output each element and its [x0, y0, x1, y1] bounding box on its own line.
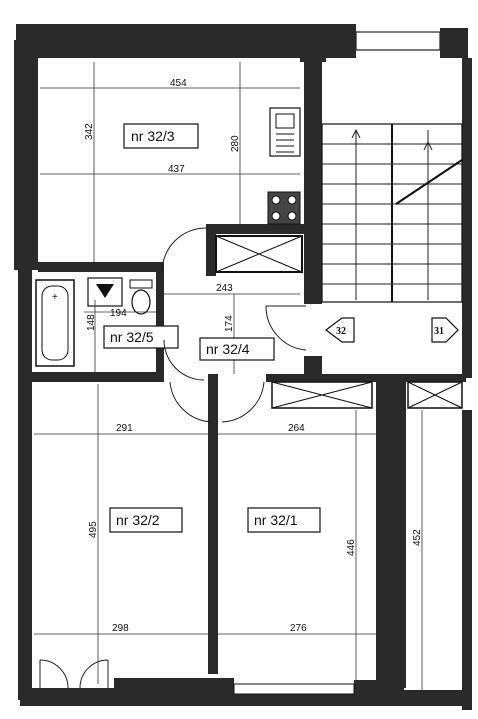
bottom-wall-mid	[114, 678, 234, 706]
dim-hall-width: 243	[216, 283, 233, 294]
right-strip: 452	[412, 410, 423, 690]
stair-number-left: 32	[336, 326, 346, 337]
dim-r3-height-right: 280	[230, 135, 241, 152]
dim-bath-width: 194	[110, 308, 127, 319]
balcony-door-right	[79, 659, 109, 689]
room-label-32-4: nr 32/4	[206, 341, 250, 357]
room-label-32-2: nr 32/2	[116, 512, 160, 528]
room-32-3: 454 437 342 280 nr 32/3	[40, 62, 301, 273]
left-wall-lower	[18, 270, 32, 700]
room-label-32-5: nr 32/5	[110, 329, 154, 345]
r3-bottom-wall-left	[38, 262, 162, 272]
stove-icon	[267, 191, 301, 225]
room-32-2: 291 298 495 nr 32/2	[34, 384, 208, 689]
bottom-wall-far-right	[404, 690, 468, 706]
door-swing-r1	[221, 381, 265, 423]
dim-r3-width-bottom: 437	[168, 164, 185, 175]
dim-bath-height: 148	[86, 314, 97, 331]
dim-r1-width-top: 264	[288, 423, 305, 434]
room-label-box-32-5	[103, 325, 179, 349]
right-wall-upper	[462, 58, 472, 378]
stair-break-line	[395, 159, 463, 205]
dim-r1-height: 446	[346, 539, 357, 556]
arrow-left-icon	[325, 317, 355, 343]
r2-r1-divider	[208, 374, 218, 674]
room-label-box-32-3	[123, 123, 199, 149]
door-swing-entrance	[265, 305, 307, 351]
toilet-tank-icon	[129, 279, 153, 289]
bath-right-wall	[156, 262, 164, 382]
arrow-right-icon	[431, 317, 459, 343]
stair-number-right: 31	[434, 326, 444, 337]
door-swing-r2	[169, 381, 213, 423]
dim-right-height: 452	[412, 529, 423, 546]
room-32-4: 243 174 nr 32/4	[163, 283, 307, 423]
left-wall-upper	[14, 40, 38, 270]
stair-wall	[304, 58, 322, 304]
room-label-32-3: nr 32/3	[131, 128, 175, 144]
sink-basin-icon	[275, 113, 295, 129]
bottom-wall-left	[20, 688, 114, 706]
bath-drain-icon: +	[52, 292, 58, 303]
sink-icon	[269, 107, 301, 157]
top-wall-right-segment	[300, 26, 326, 62]
stair-arrow-up-icon-2	[423, 140, 433, 151]
room-label-32-1: nr 32/1	[254, 512, 298, 528]
toilet-icon	[131, 289, 151, 315]
r3-bottom-wall-right	[206, 224, 304, 234]
top-window	[355, 31, 441, 51]
top-right-wall	[440, 28, 468, 58]
right-partition	[376, 378, 406, 688]
room-32-1: 264 276 446 nr 32/1	[218, 410, 376, 695]
r3-wall-vertical	[206, 224, 216, 276]
room-label-box-32-4	[199, 337, 275, 361]
dim-r2-height: 495	[88, 521, 99, 538]
vent-shaft	[215, 235, 303, 273]
balcony-door-left	[39, 659, 69, 689]
dim-r2-width-bottom: 298	[112, 623, 129, 634]
right-wall-lower	[462, 410, 472, 710]
door-swing-bath	[163, 339, 205, 381]
room-label-box-32-2	[109, 507, 183, 533]
r1-top-wall	[266, 374, 466, 382]
door-swing-r3	[161, 227, 207, 273]
room-label-box-32-1	[247, 507, 321, 533]
top-wall	[16, 24, 356, 58]
stair-arrow-up-icon	[351, 128, 361, 139]
dim-r3-height-left: 342	[84, 123, 95, 140]
walls	[14, 24, 472, 710]
bottom-window	[233, 683, 355, 695]
bath-bottom-wall	[32, 372, 164, 382]
room-32-5: + 194 148 nr 32/5	[35, 277, 179, 372]
dim-hall-height: 174	[224, 315, 235, 332]
dim-r2-width-top: 291	[116, 423, 133, 434]
dim-r3-width-top: 454	[170, 78, 187, 89]
staircase: 32 31	[271, 123, 463, 409]
dim-r1-width-bottom: 276	[290, 623, 307, 634]
